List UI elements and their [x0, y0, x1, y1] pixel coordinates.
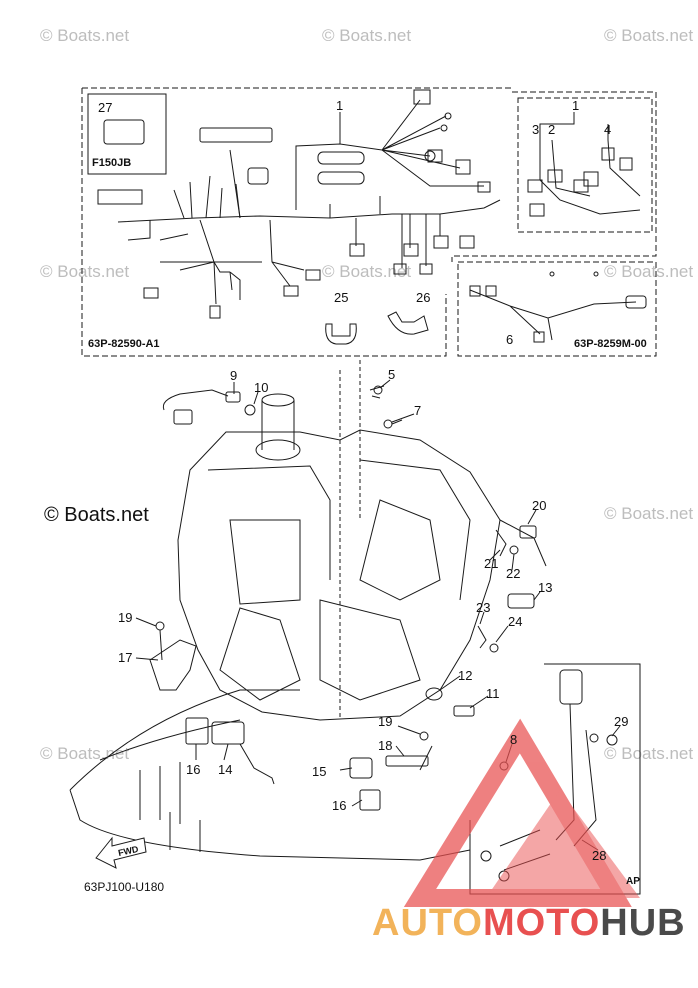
brand-part-auto: AUTO — [372, 902, 483, 944]
callout-17: 17 — [118, 650, 133, 665]
callout-15: 15 — [312, 764, 327, 779]
watermark-right-2: © Boats.net — [604, 504, 694, 523]
fwd-arrow-icon — [95, 836, 147, 869]
engine-block — [177, 429, 501, 721]
watermark-mid-right: © Boats.net — [604, 262, 694, 281]
callout-13: 13 — [538, 580, 553, 595]
watermark-low-left: © Boats.net — [40, 744, 130, 763]
callout-25: 25 — [334, 290, 349, 305]
inset-connector-box — [87, 93, 167, 175]
callout-9: 9 — [230, 368, 238, 383]
watermark-low-right: © Boats.net — [604, 744, 694, 763]
callout-5: 5 — [388, 367, 396, 382]
watermark-top-left: © Boats.net — [40, 26, 130, 45]
callout-28: 28 — [592, 848, 607, 863]
inset-main-code: 63P-82590-A1 — [88, 338, 160, 350]
callout-24: 24 — [508, 614, 523, 629]
callout-14: 14 — [218, 762, 233, 777]
callout-29: 29 — [614, 714, 629, 729]
callout-1: 1 — [336, 98, 344, 113]
callout-21: 21 — [484, 556, 499, 571]
callout-20: 20 — [532, 498, 547, 513]
callout-1b: 1 — [572, 98, 580, 113]
watermark-mid-center: © Boats.net — [322, 262, 412, 281]
callout-11: 11 — [486, 686, 500, 701]
callout-18: 18 — [378, 738, 393, 753]
ap-label: AP — [626, 876, 640, 887]
callout-6: 6 — [506, 332, 514, 347]
callout-3: 3 — [532, 122, 540, 137]
callout-8: 8 — [510, 732, 518, 747]
brand-part-hub: HUB — [600, 902, 686, 944]
callout-19a: 19 — [118, 610, 133, 625]
callout-16b: 16 — [332, 798, 347, 813]
watermark-top-center: © Boats.net — [322, 26, 412, 45]
inset-right-frame — [451, 91, 657, 262]
watermark-top-right: © Boats.net — [604, 26, 694, 45]
callout-22: 22 — [506, 566, 521, 581]
automotohub-wordmark: AUTOMOTOHUB — [372, 902, 686, 945]
inset-sub-code: 63P-8259M-00 — [574, 338, 647, 350]
watermark-main: © Boats.net — [44, 504, 149, 526]
connector-label: F150JB — [92, 157, 132, 169]
callout-2: 2 — [548, 122, 556, 137]
callout-10: 10 — [254, 380, 269, 395]
callout-26: 26 — [416, 290, 431, 305]
callout-12: 12 — [458, 668, 473, 683]
callout-19b: 19 — [378, 714, 393, 729]
cable-inset-frame — [469, 663, 641, 895]
lower-cowling — [69, 689, 471, 861]
callout-4: 4 — [604, 122, 612, 137]
callout-23: 23 — [476, 600, 491, 615]
brand-part-moto: MOTO — [482, 902, 601, 944]
automotohub-logo — [403, 718, 640, 907]
inset-sub-frame — [457, 261, 657, 357]
watermark-mid-left: © Boats.net — [40, 262, 130, 281]
callout-7: 7 — [414, 403, 422, 418]
inset-main-frame — [81, 87, 512, 357]
diagram-id: 63PJ100-U180 — [84, 880, 165, 894]
callout-27: 27 — [98, 100, 113, 115]
callout-16a: 16 — [186, 762, 201, 777]
